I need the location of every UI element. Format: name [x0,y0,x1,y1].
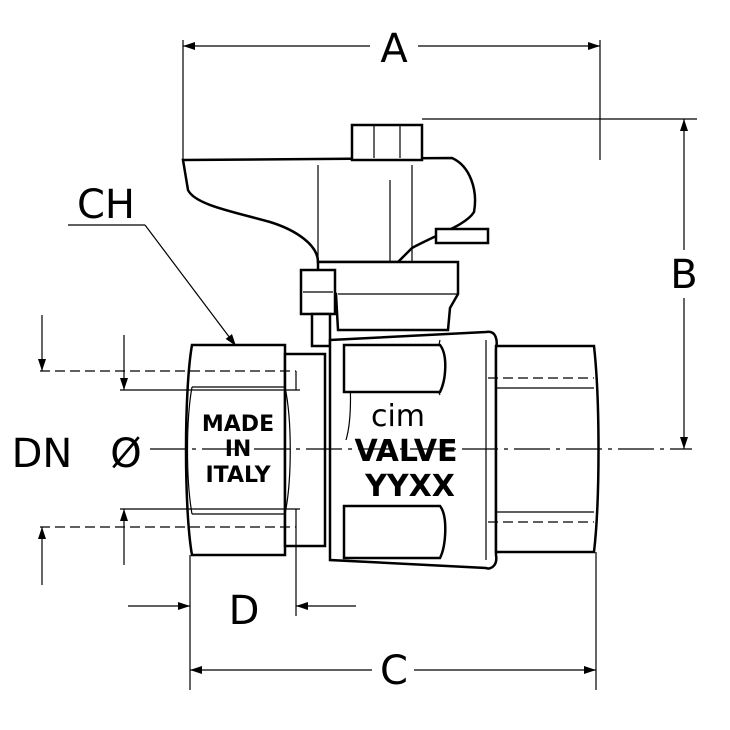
marking-italy: ITALY [205,463,271,488]
dimension-a [182,40,601,160]
label-dn: DN [12,431,73,477]
left-end-hex [184,343,327,557]
label-a: A [380,26,408,72]
dimension-c [189,552,597,690]
label-d: D [229,588,260,634]
brand-valve: VALVE [354,434,457,469]
thread-lines [40,370,594,528]
valve-body [328,330,498,570]
marking-in: IN [225,437,252,462]
brand-logo: cim [371,399,425,434]
label-c: C [380,648,408,694]
brand-yyxx: YYXX [364,469,455,504]
ch-leader [68,224,237,347]
label-ch: CH [77,182,135,228]
label-b: B [670,252,697,298]
marking-made: MADE [202,412,274,437]
stem [299,260,460,348]
label-phi: Ø [110,431,141,477]
dimension-d [128,527,356,616]
dimension-b [422,118,697,449]
